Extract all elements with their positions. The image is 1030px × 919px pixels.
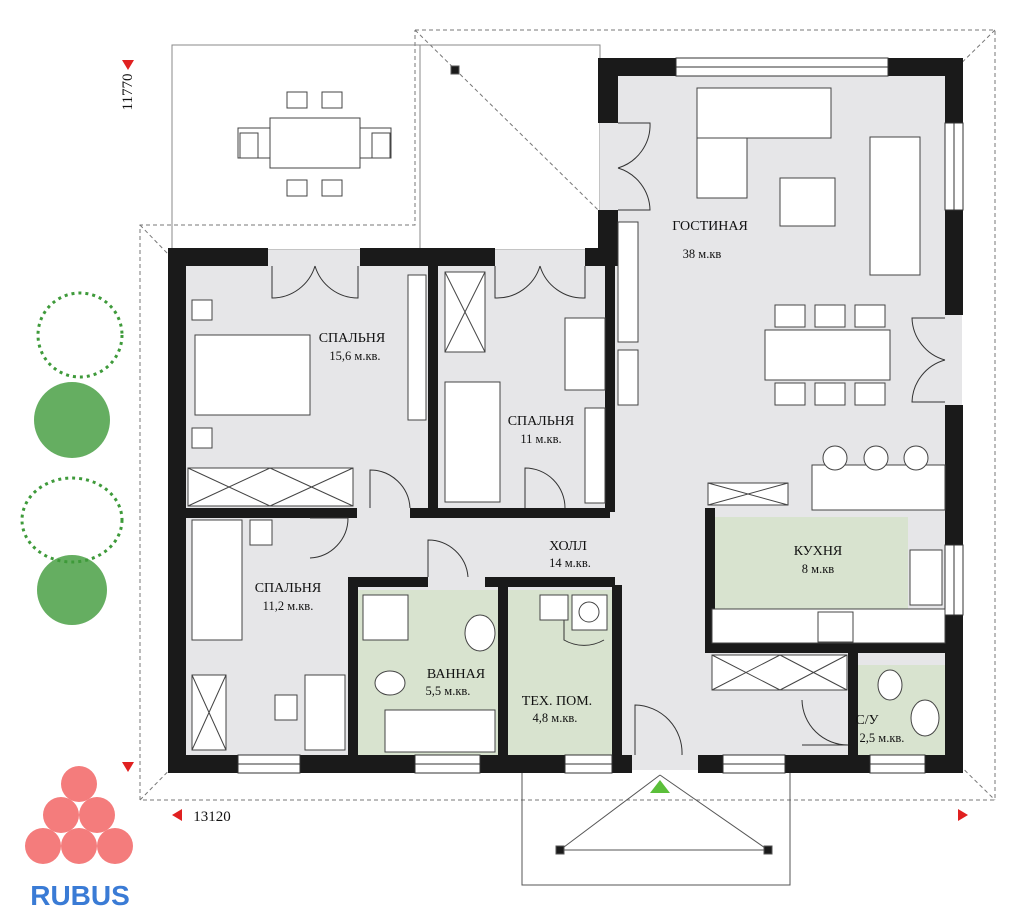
room-area-tech-room: 4,8 м.кв.	[533, 711, 578, 725]
furniture	[187, 87, 946, 753]
rubus-logo: RUBUS	[25, 766, 133, 911]
doors	[271, 122, 946, 756]
exterior-walls	[168, 58, 963, 773]
room-name-bathroom: ВАННАЯ	[427, 667, 485, 682]
interior-walls	[182, 262, 945, 762]
trees	[20, 291, 124, 625]
room-name-tech-room: ТЕХ. ПОМ.	[522, 694, 592, 709]
logo-text: RUBUS	[30, 880, 130, 911]
room-area-hall: 14 м.кв.	[549, 556, 591, 570]
room-name-living: ГОСТИНАЯ	[672, 219, 748, 234]
dimension-vertical: 11770	[120, 74, 136, 111]
room-name-bedroom-1: СПАЛЬНЯ	[319, 331, 386, 346]
room-name-wc: С/У	[855, 713, 878, 728]
porch	[450, 65, 791, 886]
room-area-living: 38 м.кв	[683, 247, 722, 261]
room-area-bedroom-3: 11,2 м.кв.	[263, 599, 314, 613]
windows	[237, 57, 964, 774]
room-name-hall: ХОЛЛ	[549, 539, 587, 554]
arrows	[122, 60, 968, 821]
room-name-bedroom-3: СПАЛЬНЯ	[255, 581, 322, 596]
dimension-horizontal: 13120	[193, 809, 231, 825]
room-area-wc: 2,5 м.кв.	[860, 731, 905, 745]
room-area-bathroom: 5,5 м.кв.	[426, 684, 471, 698]
room-name-bedroom-2: СПАЛЬНЯ	[508, 414, 575, 429]
room-name-kitchen: КУХНЯ	[794, 544, 843, 559]
room-area-kitchen: 8 м.кв	[802, 562, 834, 576]
room-area-bedroom-1: 15,6 м.кв.	[329, 349, 380, 363]
room-labels: ГОСТИНАЯ 38 м.кв СПАЛЬНЯ 15,6 м.кв. СПАЛ…	[255, 219, 905, 745]
room-area-bedroom-2: 11 м.кв.	[520, 432, 561, 446]
